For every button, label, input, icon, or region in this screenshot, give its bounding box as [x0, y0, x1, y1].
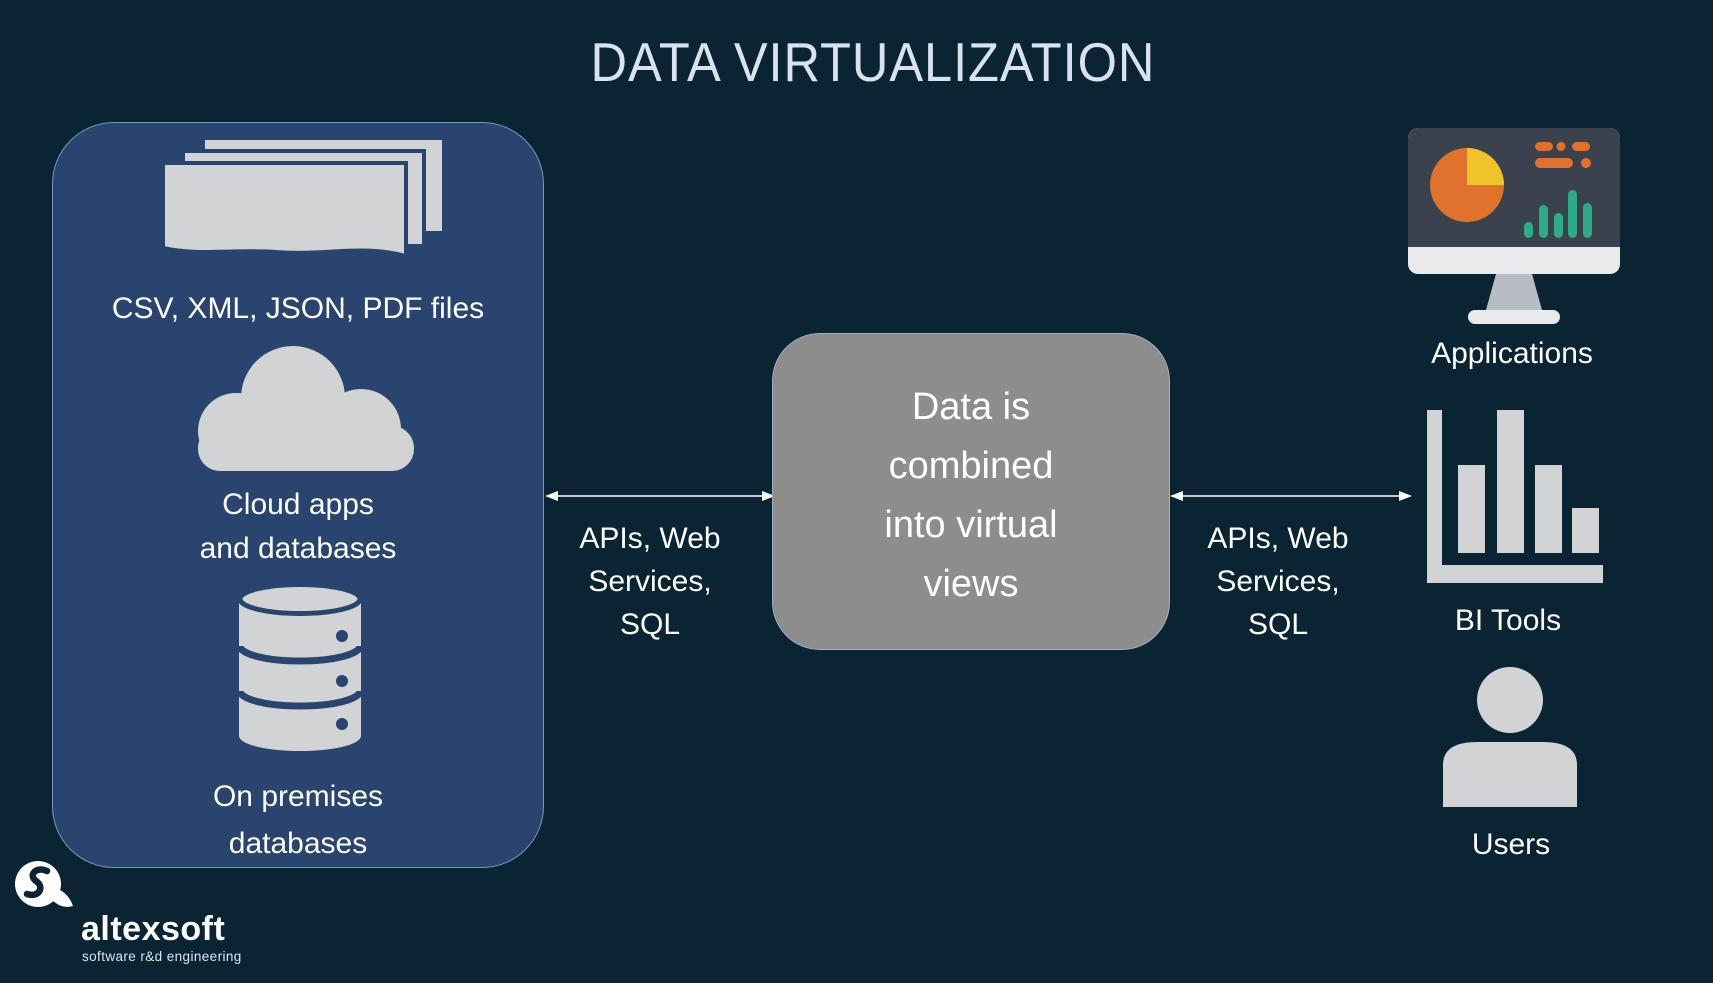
left-bidirectional-arrow [545, 491, 775, 501]
users-label: Users [1471, 828, 1551, 861]
left-connection-label: APIs, Web Services, SQL [579, 522, 721, 641]
applications-label: Applications [1431, 337, 1593, 370]
page-title-text: DATA VIRTUALIZATION [590, 31, 1155, 93]
cloud-label: Cloud apps and databases [199, 488, 397, 565]
files-label: CSV, XML, JSON, PDF files [111, 292, 485, 325]
logo-tagline: software r&d engineering [82, 949, 242, 964]
altexsoft-logo-mark-icon [15, 861, 73, 907]
bi-tools-label: BI Tools [1454, 604, 1562, 637]
virtual-views-box: Data is combined into virtual views [772, 333, 1170, 650]
cloud-icon [198, 346, 414, 471]
documents-icon [161, 136, 446, 259]
right-connection-label: APIs, Web Services, SQL [1207, 522, 1349, 641]
user-icon [1443, 667, 1577, 807]
on-premises-label: On premises databases [212, 780, 384, 860]
logo-brand: altexsoft [81, 910, 226, 948]
bar-chart-icon [1427, 410, 1603, 583]
data-sources-panel: CSV, XML, JSON, PDF files Cloud apps and… [52, 122, 544, 868]
monitor-dashboard-icon [1408, 128, 1620, 324]
right-bidirectional-arrow [1170, 491, 1412, 501]
database-icon [239, 584, 361, 751]
page-title: DATA VIRTUALIZATION [16, 33, 1713, 91]
